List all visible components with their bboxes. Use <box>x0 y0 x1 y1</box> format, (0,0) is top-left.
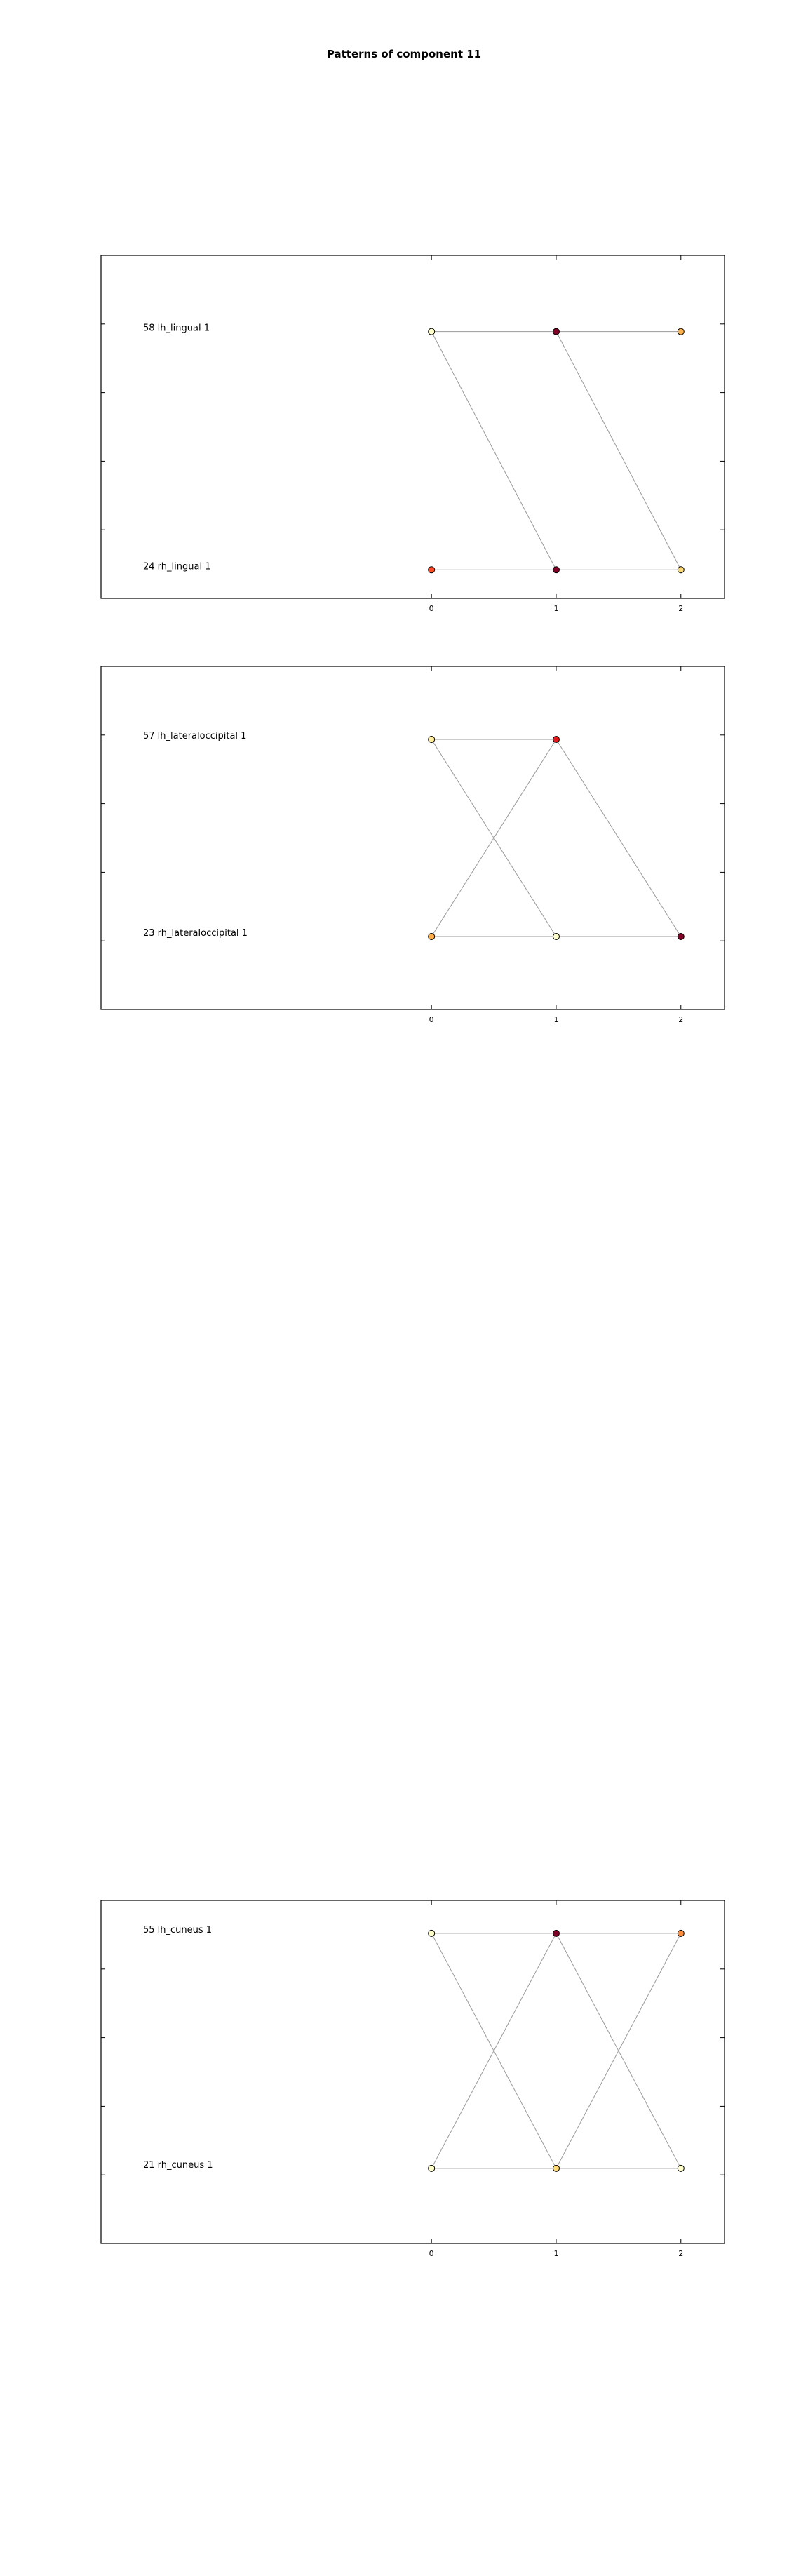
pattern-edge <box>556 331 682 570</box>
pattern-point <box>677 328 685 335</box>
plot-frame <box>100 1900 725 2244</box>
row-label: 23 rh_lateraloccipital 1 <box>143 928 248 939</box>
pattern-point <box>552 1929 560 1937</box>
row-label: 57 lh_lateraloccipital 1 <box>143 731 246 742</box>
pattern-point <box>428 566 436 574</box>
pattern-point <box>428 2164 436 2172</box>
x-tick-label: 1 <box>553 604 558 613</box>
x-tick-label: 2 <box>678 1015 683 1024</box>
pattern-point <box>552 933 560 941</box>
pattern-point <box>552 566 560 574</box>
cuneus-pattern-panel: 0 1 2 55 lh_cuneus 1 21 rh_cuneus 1 <box>100 1900 725 2258</box>
x-tick-label: 2 <box>678 604 683 613</box>
pattern-edge <box>431 1933 557 2169</box>
x-tick-label: 2 <box>678 2249 683 2258</box>
row-label: 58 lh_lingual 1 <box>143 323 210 334</box>
pattern-edge <box>556 1933 682 2169</box>
pattern-point <box>428 933 436 941</box>
pattern-point <box>677 933 685 941</box>
row-label: 55 lh_cuneus 1 <box>143 1925 212 1936</box>
plot-frame <box>100 255 725 599</box>
pattern-point <box>677 2164 685 2172</box>
row-label: 21 rh_cuneus 1 <box>143 2160 213 2171</box>
pattern-point <box>552 2164 560 2172</box>
pattern-point <box>552 735 560 743</box>
pattern-edge <box>431 739 557 937</box>
pattern-point <box>552 328 560 335</box>
pattern-edge <box>431 331 557 570</box>
pattern-point <box>428 328 436 335</box>
lateraloccipital-pattern-panel: 0 1 2 57 lh_lateraloccipital 1 23 rh_lateral… <box>100 666 725 1024</box>
x-tick-label: 0 <box>429 1015 434 1024</box>
pattern-edge <box>556 739 682 937</box>
row-label: 24 rh_lingual 1 <box>143 561 210 572</box>
x-tick-label: 1 <box>553 1015 558 1024</box>
pattern-point <box>428 735 436 743</box>
pattern-point <box>677 566 685 574</box>
pattern-point <box>428 1929 436 1937</box>
x-tick-label: 1 <box>553 2249 558 2258</box>
lingual-pattern-panel: 0 1 2 58 lh_lingual 1 24 rh_lingual 1 <box>100 255 725 613</box>
x-tick-label: 0 <box>429 604 434 613</box>
figure-title: Patterns of component 11 <box>326 48 482 60</box>
x-tick-label: 0 <box>429 2249 434 2258</box>
plot-frame <box>100 666 725 1010</box>
pattern-point <box>677 1929 685 1937</box>
